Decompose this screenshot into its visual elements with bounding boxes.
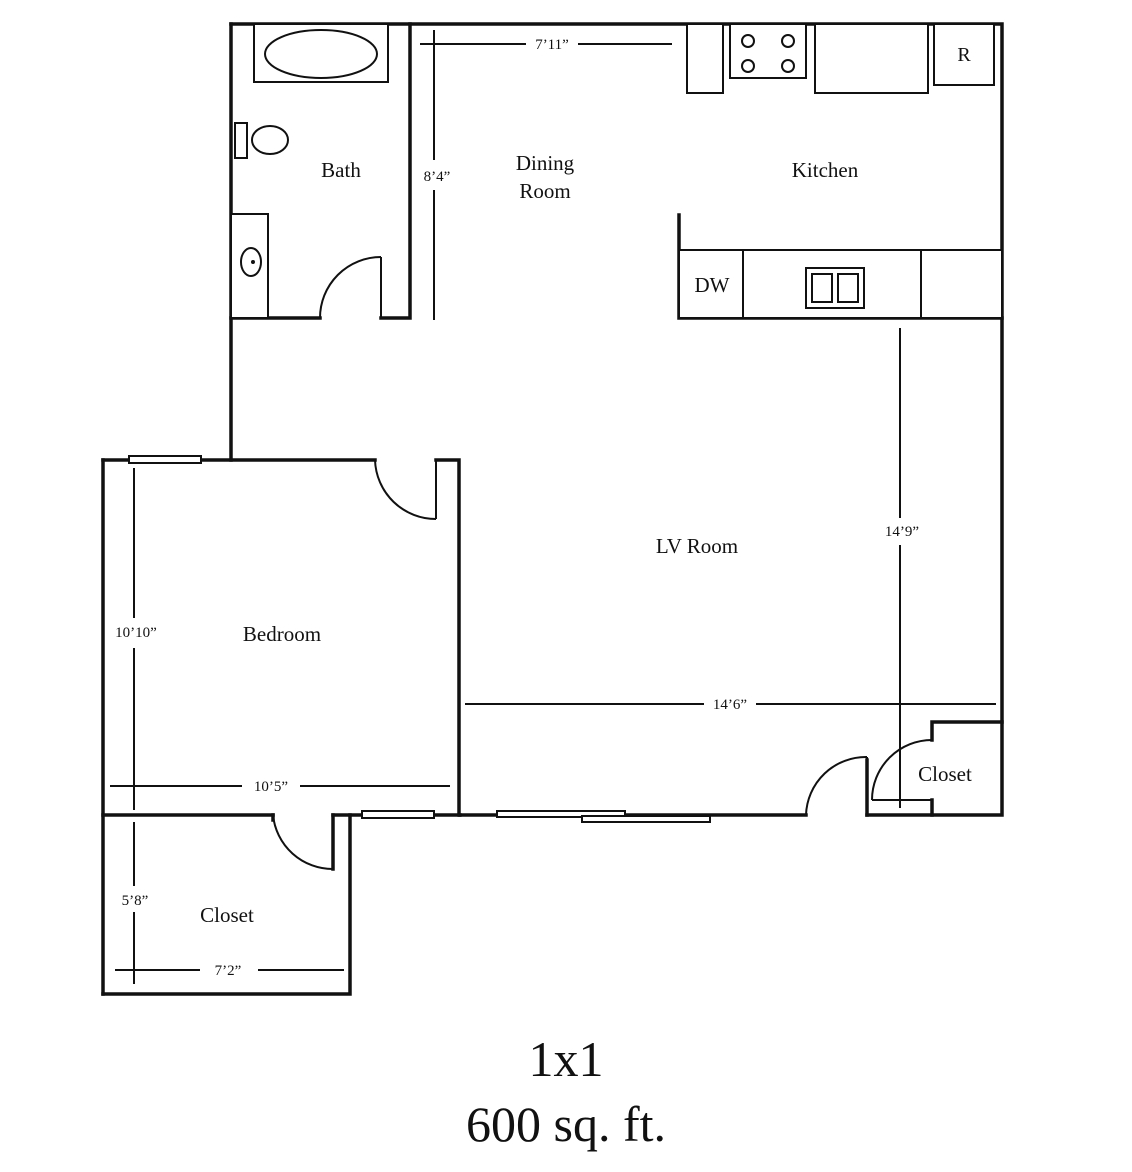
sink-basin-icon: [837, 273, 859, 303]
dining-label-line2: Room: [519, 179, 570, 203]
bath-label: Bath: [321, 158, 361, 182]
burner-icon: [781, 34, 795, 48]
living-room-label: LV Room: [656, 534, 738, 558]
stove-icon: [729, 23, 807, 79]
refrigerator-icon: [933, 23, 995, 86]
burner-icon: [741, 34, 755, 48]
unit-area-label: 600 sq. ft.: [466, 1096, 666, 1152]
corner-counter-icon: [920, 249, 1003, 319]
dining-label-line1: Dining: [516, 151, 575, 175]
toilet-tank-icon: [234, 122, 248, 159]
bedroom-closet-label: Closet: [200, 903, 254, 927]
closet-width-label: 7’2”: [215, 963, 242, 979]
living-closet-label: Closet: [918, 762, 972, 786]
dining-depth-label: 8’4”: [424, 169, 451, 185]
floor-plan: R DW Bath Dining Room: [101, 22, 1004, 996]
refrigerator-label: R: [957, 44, 971, 66]
bedroom-width-label: 10’5”: [254, 779, 288, 795]
burner-icon: [741, 59, 755, 73]
living-depth-label: 14’9”: [885, 524, 919, 540]
burner-icon: [781, 59, 795, 73]
living-width-label: 14’6”: [713, 697, 747, 713]
upper-cabinet-icon: [686, 23, 724, 94]
sink-basin-icon: [811, 273, 833, 303]
closet-depth-label: 5’8”: [122, 893, 149, 909]
kitchen-fixtures: R DW: [678, 23, 1003, 319]
kitchen-label: Kitchen: [792, 158, 859, 182]
bedroom-depth-label: 10’10”: [115, 625, 157, 641]
dimension-lines: [110, 30, 996, 984]
counter-icon: [814, 23, 929, 94]
walls: [101, 22, 1004, 996]
bathtub-basin-icon: [264, 29, 378, 79]
bath-fixtures: [230, 23, 389, 319]
windows: [128, 455, 711, 823]
bedroom-label: Bedroom: [243, 622, 321, 646]
toilet-bowl-icon: [251, 125, 289, 155]
dining-width-label: 7’11”: [535, 37, 569, 53]
dishwasher-label: DW: [695, 273, 730, 297]
unit-type-label: 1x1: [528, 1031, 604, 1087]
doors: [272, 256, 933, 871]
